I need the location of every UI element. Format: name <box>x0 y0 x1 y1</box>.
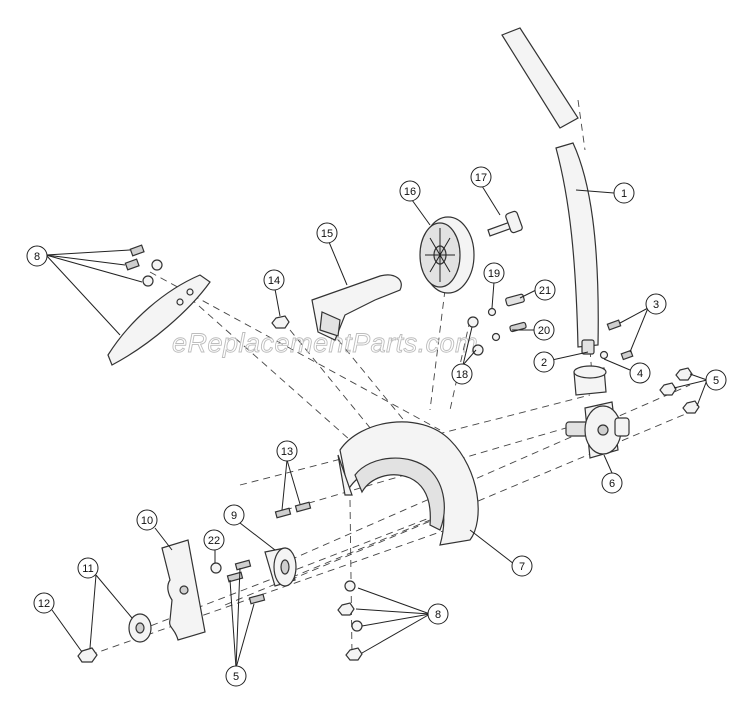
svg-text:16: 16 <box>404 186 416 198</box>
svg-text:13: 13 <box>281 446 293 458</box>
callout-18: 18 <box>451 363 473 385</box>
part-nuts-upper <box>659 367 700 414</box>
part-blade-nut <box>77 647 98 663</box>
callout-8-upper: 8 <box>26 245 48 267</box>
callout-16: 16 <box>399 180 421 202</box>
callout-2: 2 <box>533 351 555 373</box>
svg-text:22: 22 <box>208 535 220 547</box>
callout-3: 3 <box>645 293 667 315</box>
part-deflector-plate <box>107 244 211 366</box>
part-blade <box>161 539 206 641</box>
svg-text:10: 10 <box>141 515 153 527</box>
svg-text:12: 12 <box>38 598 50 610</box>
callout-bubbles: 1 2 3 4 5 6 7 8 9 10 11 12 13 14 15 16 1… <box>26 166 727 687</box>
part-small-hardware <box>467 293 527 356</box>
callout-19: 19 <box>483 262 505 284</box>
svg-text:9: 9 <box>231 510 237 522</box>
callout-13: 13 <box>276 440 298 462</box>
callout-11: 11 <box>77 557 99 579</box>
part-guard-bolts <box>274 501 312 519</box>
svg-text:3: 3 <box>653 299 659 311</box>
assembly-dashed-lines <box>89 99 696 656</box>
callout-7: 7 <box>511 555 533 577</box>
svg-text:11: 11 <box>82 563 93 575</box>
part-clamp-assembly <box>573 319 634 396</box>
callout-14: 14 <box>263 269 285 291</box>
part-shaft-tube <box>501 27 615 348</box>
part-bracket <box>311 274 402 341</box>
svg-text:14: 14 <box>268 275 280 287</box>
part-nuts-lower <box>337 580 363 661</box>
callout-6: 6 <box>601 472 623 494</box>
svg-text:4: 4 <box>637 368 643 380</box>
part-small-nut <box>271 315 290 329</box>
svg-text:17: 17 <box>475 172 487 184</box>
callout-10: 10 <box>136 509 158 531</box>
svg-text:6: 6 <box>609 478 615 490</box>
part-blade-guard <box>337 421 479 546</box>
svg-text:7: 7 <box>519 561 525 573</box>
callout-5-lower: 5 <box>225 665 247 687</box>
callout-15: 15 <box>316 222 338 244</box>
svg-text:8: 8 <box>34 251 40 263</box>
svg-text:15: 15 <box>321 228 333 240</box>
part-gear-housing <box>565 401 630 459</box>
part-pulley-bolt <box>487 210 523 237</box>
part-pulley <box>419 216 475 294</box>
svg-text:19: 19 <box>488 268 500 280</box>
callout-20: 20 <box>533 319 555 341</box>
callout-leader-lines <box>45 185 708 669</box>
svg-text:5: 5 <box>233 671 239 683</box>
svg-text:5: 5 <box>713 375 719 387</box>
svg-text:8: 8 <box>435 609 441 621</box>
svg-text:20: 20 <box>538 325 550 337</box>
part-hub-washer <box>128 613 152 643</box>
callout-21: 21 <box>534 279 556 301</box>
callout-4: 4 <box>629 362 651 384</box>
callout-12: 12 <box>33 592 55 614</box>
svg-text:18: 18 <box>456 369 468 381</box>
part-spacer-bearing <box>264 547 297 587</box>
callout-5-upper: 5 <box>705 369 727 391</box>
svg-text:21: 21 <box>539 285 551 297</box>
callout-1: 1 <box>613 182 635 204</box>
part-blade-hardware <box>210 559 266 605</box>
callout-22: 22 <box>203 529 225 551</box>
callout-17: 17 <box>470 166 492 188</box>
callout-8-lower: 8 <box>427 603 449 625</box>
svg-text:2: 2 <box>541 357 547 369</box>
svg-text:1: 1 <box>621 188 627 200</box>
callout-9: 9 <box>223 504 245 526</box>
